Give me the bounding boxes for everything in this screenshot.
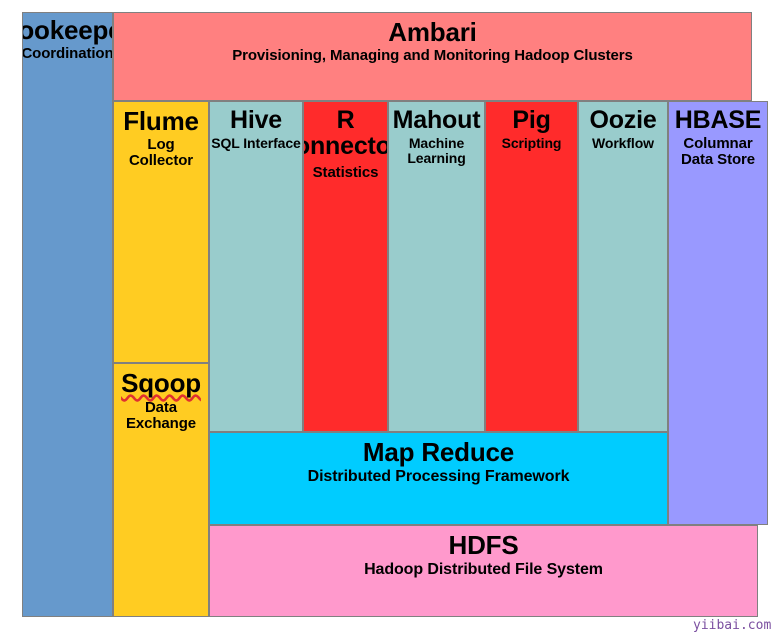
- zookeeper-subtitle: Coordination: [22, 44, 113, 62]
- zookeeper-title: Zookeeper: [23, 15, 112, 45]
- hive-title: Hive: [229, 106, 282, 134]
- block-zookeeper: Zookeeper Coordination: [22, 12, 113, 617]
- r-connectors-title: R Connectors: [304, 106, 387, 160]
- pig-title: Pig: [512, 106, 551, 134]
- hdfs-title: HDFS: [448, 530, 519, 560]
- block-ambari: Ambari Provisioning, Managing and Monito…: [113, 12, 752, 101]
- hive-subtitle: SQL Interface: [211, 134, 301, 151]
- block-r-connectors: R Connectors Statistics: [303, 101, 388, 432]
- hdfs-subtitle: Hadoop Distributed File System: [364, 560, 603, 578]
- mahout-title: Mahout: [392, 106, 481, 134]
- block-mahout: Mahout Machine Learning: [388, 101, 485, 432]
- hbase-subtitle: Columnar Data Store: [680, 134, 756, 168]
- sqoop-subtitle: Data Exchange: [125, 398, 197, 433]
- watermark-label: yiibai.com: [693, 618, 772, 633]
- block-map-reduce: Map Reduce Distributed Processing Framew…: [209, 432, 668, 525]
- block-sqoop: Sqoop Data Exchange: [113, 363, 209, 617]
- block-hive: Hive SQL Interface: [209, 101, 303, 432]
- block-hbase: HBASE Columnar Data Store: [668, 101, 768, 525]
- block-pig: Pig Scripting: [485, 101, 578, 432]
- r-connectors-subtitle: Statistics: [312, 164, 379, 181]
- map-reduce-subtitle: Distributed Processing Framework: [307, 467, 570, 485]
- oozie-subtitle: Workflow: [592, 134, 654, 151]
- block-hdfs: HDFS Hadoop Distributed File System: [209, 525, 758, 617]
- flume-subtitle: Log Collector: [128, 135, 194, 170]
- pig-subtitle: Scripting: [501, 134, 562, 151]
- block-flume: Flume Log Collector: [113, 101, 209, 363]
- mahout-subtitle: Machine Learning: [407, 134, 466, 166]
- ambari-title: Ambari: [388, 17, 477, 47]
- flume-title: Flume: [123, 106, 199, 136]
- block-oozie: Oozie Workflow: [578, 101, 668, 432]
- oozie-title: Oozie: [589, 106, 657, 134]
- hbase-title: HBASE: [674, 106, 762, 134]
- map-reduce-title: Map Reduce: [362, 437, 515, 467]
- sqoop-title: Sqoop: [121, 368, 201, 398]
- ambari-subtitle: Provisioning, Managing and Monitoring Ha…: [232, 46, 633, 64]
